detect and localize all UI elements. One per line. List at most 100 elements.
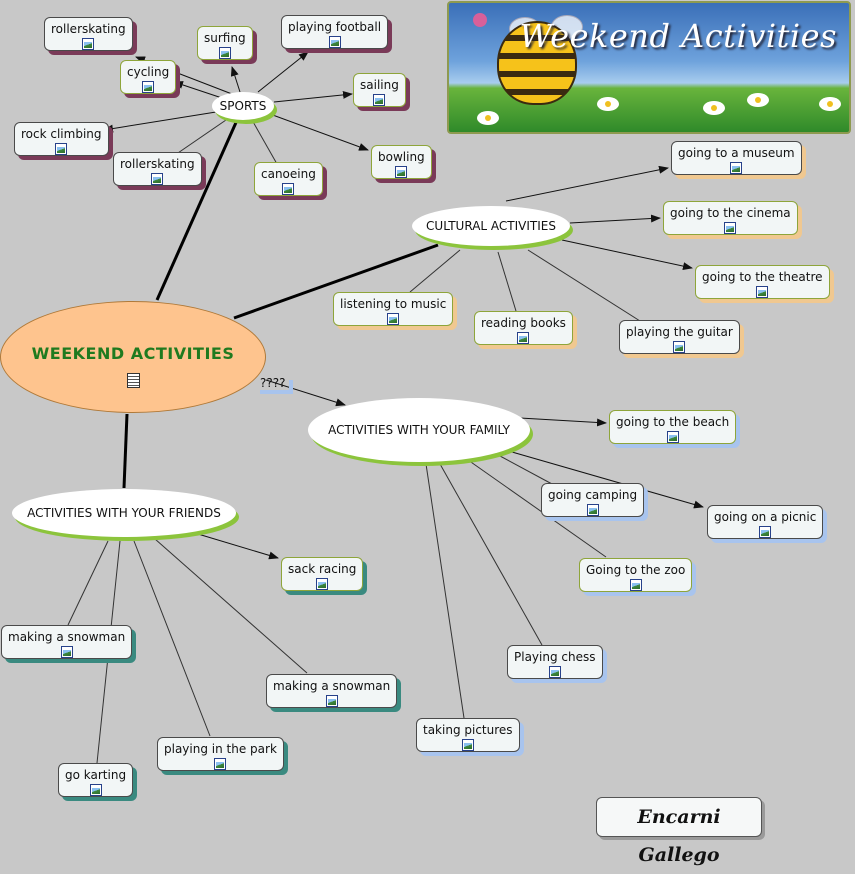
node-label: Playing chess [514,650,596,664]
image-icon[interactable] [759,526,772,538]
connector-lines [67,51,704,764]
sports-node[interactable]: bowling [371,145,432,179]
friends-node[interactable]: sack racing [281,557,364,591]
family-node[interactable]: taking pictures [416,718,520,752]
image-icon[interactable] [517,332,530,344]
author-signature: Encarni Gallego [596,797,762,866]
daisy-graphic [599,99,617,109]
hub-family-label: ACTIVITIES WITH YOUR FAMILY [328,423,510,437]
image-icon[interactable] [629,579,642,591]
image-icon[interactable] [373,94,386,106]
hub-cultural[interactable]: CULTURAL ACTIVITIES [412,206,570,246]
node-label: playing in the park [164,742,277,756]
node-label: surfing [204,31,246,45]
image-icon[interactable] [60,646,73,658]
banner-title: Weekend Activities [519,17,837,55]
node-label: playing football [288,20,382,34]
hub-cultural-label: CULTURAL ACTIVITIES [426,219,556,233]
cultural-node[interactable]: listening to music [333,292,454,326]
image-icon[interactable] [724,222,737,234]
sports-node[interactable]: cycling [120,60,177,94]
image-icon[interactable] [82,38,95,50]
cultural-node[interactable]: going to the theatre [695,265,830,299]
sports-node[interactable]: sailing [353,73,406,107]
family-node[interactable]: Going to the zoo [579,558,693,592]
image-icon[interactable] [89,784,102,796]
hub-friends-label: ACTIVITIES WITH YOUR FRIENDS [27,506,221,520]
node-label: go karting [65,768,127,782]
node-label: rollerskating [120,157,195,171]
daisy-graphic [749,95,767,105]
node-label: going camping [548,488,638,502]
image-icon[interactable] [328,36,341,48]
node-label: going to the beach [616,415,730,429]
cultural-node[interactable]: going to the cinema [663,201,798,235]
family-node[interactable]: going on a picnic [707,505,824,539]
link-label: ???? [256,376,289,390]
node-label: going to a museum [678,146,795,160]
hub-friends[interactable]: ACTIVITIES WITH YOUR FRIENDS [12,489,236,537]
node-label: listening to music [340,297,447,311]
friends-node[interactable]: making a snowman [266,674,398,708]
sports-node[interactable]: rollerskating [113,152,202,186]
image-icon[interactable] [214,758,227,770]
image-icon[interactable] [325,695,338,707]
image-icon[interactable] [316,578,329,590]
node-label: going to the theatre [702,270,823,284]
family-node[interactable]: going camping [541,483,645,517]
cultural-node[interactable]: reading books [474,311,573,345]
image-icon[interactable] [151,173,164,185]
banner-image: Weekend Activities [447,1,851,134]
hub-sports-label: SPORTS [219,99,267,113]
image-icon[interactable] [461,739,474,751]
hub-family[interactable]: ACTIVITIES WITH YOUR FAMILY [308,398,530,462]
image-icon[interactable] [142,81,155,93]
node-label: Going to the zoo [586,563,686,577]
image-icon[interactable] [666,431,679,443]
daisy-graphic [705,103,723,113]
image-icon[interactable] [387,313,400,325]
image-icon[interactable] [55,143,68,155]
cultural-node[interactable]: playing the guitar [619,320,740,354]
family-node[interactable]: Playing chess [507,645,603,679]
node-label: cycling [127,65,170,79]
image-icon[interactable] [395,166,408,178]
image-icon[interactable] [730,162,743,174]
image-icon[interactable] [282,183,295,195]
image-icon[interactable] [218,47,231,59]
hub-sports[interactable]: SPORTS [212,92,274,120]
node-label: canoeing [261,167,316,181]
node-label: sailing [360,78,399,92]
image-icon[interactable] [673,341,686,353]
sports-node[interactable]: rollerskating [44,17,133,51]
cultural-node[interactable]: going to a museum [671,141,802,175]
node-label: sack racing [288,562,357,576]
node-label: reading books [481,316,566,330]
daisy-graphic [479,113,497,123]
bee-graphic [497,21,577,105]
node-label: taking pictures [423,723,513,737]
daisy-graphic [821,99,839,109]
central-topic[interactable]: WEEKEND ACTIVITIES [0,301,266,413]
sports-node[interactable]: rock climbing [14,122,109,156]
friends-node[interactable]: go karting [58,763,134,797]
node-label: bowling [378,150,425,164]
node-label: making a snowman [8,630,126,644]
image-icon[interactable] [548,666,561,678]
node-label: rollerskating [51,22,126,36]
sports-node[interactable]: canoeing [254,162,323,196]
flower-graphic [473,13,487,27]
sports-node[interactable]: playing football [281,15,389,49]
node-label: rock climbing [21,127,102,141]
image-icon[interactable] [586,504,599,516]
family-node[interactable]: going to the beach [609,410,737,444]
node-label: playing the guitar [626,325,733,339]
document-icon[interactable] [126,373,140,388]
sports-node[interactable]: surfing [197,26,253,60]
friends-node[interactable]: playing in the park [157,737,284,771]
image-icon[interactable] [756,286,769,298]
node-label: going on a picnic [714,510,817,524]
central-topic-label: WEEKEND ACTIVITIES [31,344,235,363]
node-label: making a snowman [273,679,391,693]
friends-node[interactable]: making a snowman [1,625,133,659]
